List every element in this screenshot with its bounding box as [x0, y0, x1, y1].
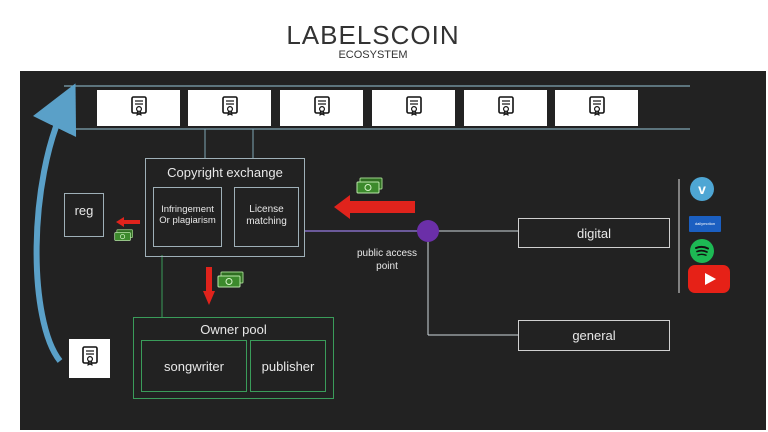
money-icon — [217, 271, 245, 294]
reg-box: reg — [64, 193, 104, 237]
svg-text:v: v — [698, 181, 706, 197]
money-icon — [114, 229, 134, 247]
certificate-block-2 — [188, 90, 271, 126]
certificate-icon — [130, 95, 147, 121]
dailymotion-icon: dailymotion — [689, 216, 721, 232]
access-point-label: public access point — [356, 248, 418, 272]
diagram-subtitle: ECOSYSTEM — [338, 49, 408, 61]
certificate-block-1 — [97, 90, 180, 126]
digital-box: digital — [518, 218, 670, 248]
exchange-title: Copyright exchange — [167, 165, 283, 180]
incoming-red-arrow — [334, 195, 415, 219]
songwriter-box: songwriter — [141, 340, 247, 392]
spotify-icon — [690, 239, 714, 268]
digital-label: digital — [577, 226, 611, 241]
certificate-icon — [405, 95, 422, 121]
diagram-canvas: reg Copyright exchange Infringement Or p… — [20, 71, 766, 430]
license-matching-label: License matching — [246, 204, 287, 227]
owner-red-arrow — [203, 267, 215, 305]
certificate-icon — [221, 95, 238, 121]
certificate-icon — [497, 95, 514, 121]
certificate-icon — [81, 346, 98, 371]
connector-layer — [32, 83, 690, 363]
infringement-box: Infringement Or plagiarism — [153, 187, 222, 247]
access-point-dot — [417, 220, 439, 242]
reg-red-arrow — [116, 217, 140, 227]
owner-pool-title: Owner pool — [200, 322, 267, 337]
publisher-label: publisher — [261, 359, 315, 374]
certificate-icon — [588, 95, 605, 121]
infringement-label: Infringement Or plagiarism — [159, 204, 216, 226]
new-certificate-box — [69, 339, 110, 378]
songwriter-label: songwriter — [164, 359, 224, 374]
license-matching-box: License matching — [234, 187, 299, 247]
general-label: general — [572, 328, 616, 343]
certificate-block-4 — [372, 90, 455, 126]
reg-label: reg — [74, 203, 94, 218]
certificate-block-3 — [280, 90, 363, 126]
publisher-box: publisher — [250, 340, 326, 392]
certificate-block-6 — [555, 90, 638, 126]
owner-pool-box: Owner pool songwriter publisher — [133, 317, 334, 399]
money-icon — [356, 177, 384, 200]
return-arrow — [32, 83, 77, 363]
general-box: general — [518, 320, 670, 351]
diagram-title: LABELSCOIN — [286, 20, 460, 50]
certificate-icon — [313, 95, 330, 121]
copyright-exchange-box: Copyright exchange Infringement Or plagi… — [145, 158, 305, 257]
certificate-block-5 — [464, 90, 547, 126]
youtube-icon — [688, 265, 730, 298]
vimeo-icon: v — [690, 177, 714, 206]
